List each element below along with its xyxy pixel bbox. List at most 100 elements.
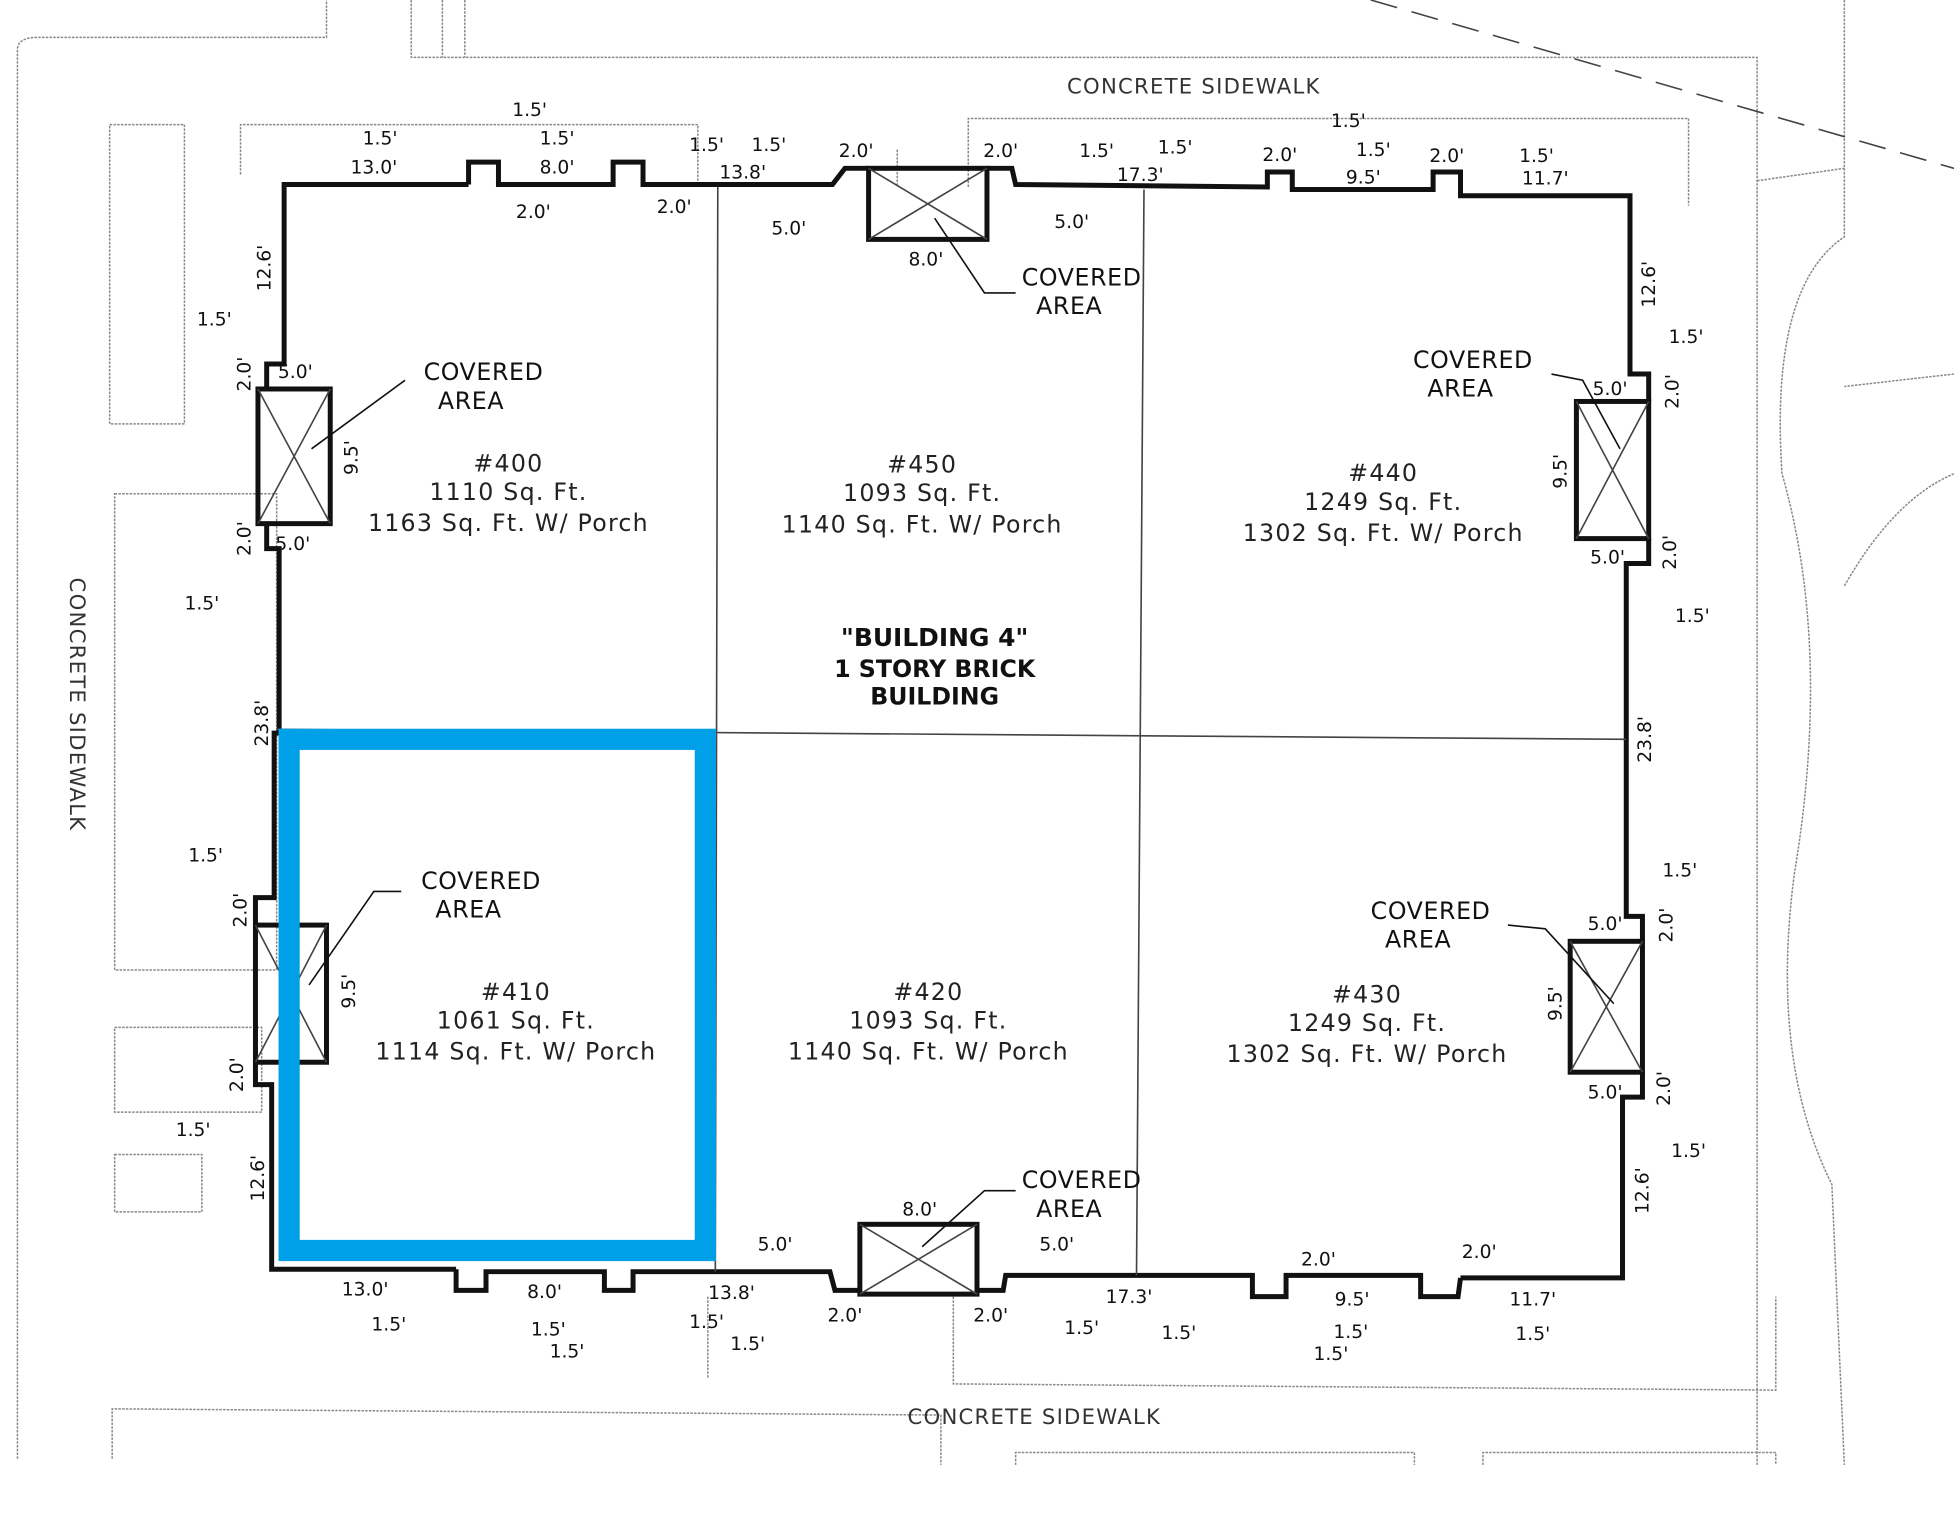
building-title: "BUILDING 4" [841,623,1028,652]
dimension-label: 5.0' [278,362,313,383]
dimension-label: 5.0' [758,1234,793,1255]
dimension-label: 1.5' [1333,1322,1368,1343]
dimension-label: 1.5' [176,1120,211,1141]
dimension-label: 1.5' [1675,606,1710,627]
dimension-label: 12.6' [248,1155,269,1202]
unit-area: 1110 Sq. Ft. [429,478,587,506]
dimension-label: 9.5' [339,974,360,1009]
dimension-label: 1.5' [1313,1344,1348,1365]
dimension-label: 1.5' [188,846,223,867]
dimension-label: 1.5' [550,1342,585,1363]
covered-area-labels: COVEREDAREACOVEREDAREACOVEREDAREACOVERED… [421,264,1533,1223]
dimension-label: 23.8' [252,700,273,747]
covered-area-label: AREA [1385,926,1451,954]
unit-area-with-porch: 1302 Sq. Ft. W/ Porch [1243,519,1524,547]
covered-area-label: COVERED [1371,897,1491,925]
covered-area-label: AREA [1036,1195,1102,1223]
dimension-label: 12.6' [254,245,275,292]
dimension-label: 2.0' [839,141,874,162]
unit-area: 1249 Sq. Ft. [1288,1009,1446,1037]
dimension-label: 2.0' [1660,535,1681,570]
dimension-label: 9.5' [1346,167,1381,188]
dimension-label: 1.5' [1519,146,1554,167]
dimension-label: 1.5' [730,1334,765,1355]
dimension-label: 17.3' [1106,1287,1153,1308]
porch-420 [857,1221,980,1297]
dimension-label: 13.8' [719,162,766,183]
dimension-label: 2.0' [1301,1249,1336,1270]
dimension-label: 2.0' [1654,1071,1675,1106]
dimension-label: 23.8' [1635,716,1656,763]
dimension-labels: 1.5'1.5'1.5'13.0'8.0'2.0'2.0'1.5'1.5'13.… [176,100,1710,1365]
dimension-label: 1.5' [689,135,724,156]
covered-area-label: COVERED [1022,1166,1142,1194]
dimension-label: 11.7' [1509,1289,1556,1310]
unit-area-with-porch: 1163 Sq. Ft. W/ Porch [368,509,649,537]
unit-area: 1093 Sq. Ft. [843,479,1001,507]
dimension-label: 1.5' [1515,1324,1550,1345]
unit-number: #420 [893,978,963,1006]
dimension-label: 9.5' [342,440,363,475]
dimension-label: 2.0' [983,141,1018,162]
dimension-label: 1.5' [1331,111,1366,132]
dimension-label: 12.6' [1639,261,1660,308]
dimension-label: 2.0' [1656,908,1677,943]
dimension-label: 2.0' [1663,374,1684,409]
dimension-label: 1.5' [1079,141,1114,162]
dimension-label: 1.5' [1064,1318,1099,1339]
covered-area-label: COVERED [1413,346,1533,374]
unit-area: 1249 Sq. Ft. [1304,488,1462,516]
unit-number: #450 [887,451,957,479]
dimension-label: 1.5' [363,129,398,150]
dimension-label: 2.0' [231,893,252,928]
porch-440 [1573,398,1652,542]
porch-400 [255,386,333,527]
site-lines [16,0,1954,1465]
sidewalk-label-top: CONCRETE SIDEWALK [1067,74,1321,99]
dimension-label: 1.5' [1158,137,1193,158]
dimension-label: 12.6' [1633,1167,1654,1214]
dimension-label: 2.0' [234,521,255,556]
dimension-label: 13.0' [350,157,397,178]
unit-number: #400 [473,449,543,477]
unit-number: #440 [1348,459,1418,487]
dimension-label: 8.0' [908,250,943,271]
dimension-label: 5.0' [771,218,806,239]
dimension-label: 1.5' [371,1314,406,1335]
dimension-label: 1.5' [1161,1323,1196,1344]
dimension-label: 1.5' [1669,327,1704,348]
highlighted-unit-410[interactable] [278,728,716,1262]
dimension-label: 8.0' [527,1282,562,1303]
dimension-label: 11.7' [1522,169,1569,190]
dimension-label: 2.0' [227,1057,248,1092]
dimension-label: 1.5' [1662,860,1697,881]
dimension-label: 9.5' [1550,454,1571,489]
dimension-label: 5.0' [1590,548,1625,569]
dimension-label: 2.0' [973,1306,1008,1327]
unit-number: #410 [481,978,551,1006]
building-walls [252,159,1652,1300]
sidewalk-label-bottom: CONCRETE SIDEWALK [908,1404,1162,1429]
porch-450 [866,165,990,242]
dimension-label: 1.5' [512,100,547,121]
dimension-label: 5.0' [1054,212,1089,233]
dimension-label: 2.0' [1429,146,1464,167]
dimension-label: 13.0' [342,1279,389,1300]
dimension-label: 1.5' [197,309,232,330]
dimension-label: 5.0' [1039,1234,1074,1255]
covered-area-label: AREA [435,896,501,924]
porch-430 [1567,938,1645,1075]
covered-area-label: COVERED [421,867,541,895]
building-subtitle: 1 STORY BRICK [834,655,1037,683]
dimension-label: 1.5' [531,1319,566,1340]
unit-area-with-porch: 1114 Sq. Ft. W/ Porch [375,1038,656,1066]
dimension-label: 1.5' [1671,1141,1706,1162]
sidewalk-label-left: CONCRETE SIDEWALK [65,578,90,832]
dimension-label: 2.0' [657,197,692,218]
leader-lines [308,217,1621,1248]
dimension-label: 1.5' [689,1312,724,1333]
unit-area-with-porch: 1140 Sq. Ft. W/ Porch [782,510,1063,538]
dimension-label: 5.0' [1593,379,1628,400]
dimension-label: 5.0' [1588,1082,1623,1103]
